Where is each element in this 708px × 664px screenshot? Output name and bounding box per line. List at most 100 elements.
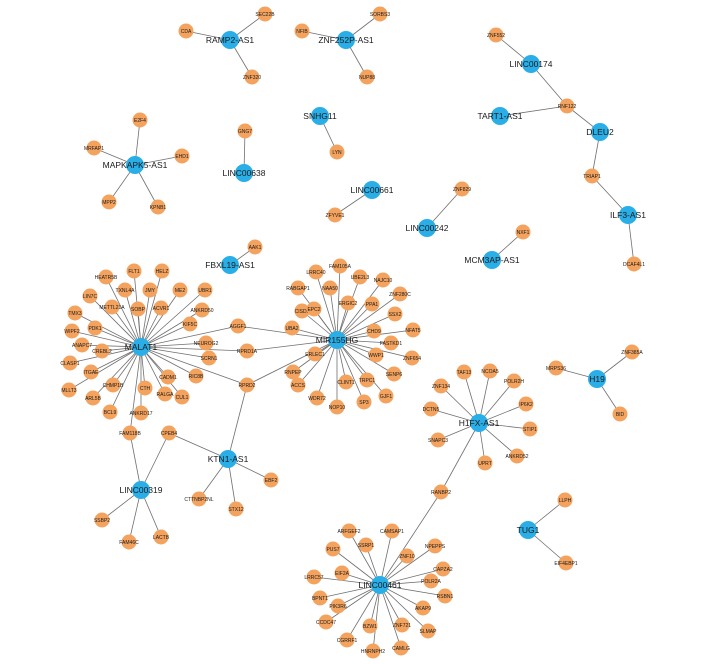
- gene-circle-arl5b: [85, 390, 101, 406]
- gene-label-znf829: ZNF829: [453, 187, 471, 193]
- edge-malat1-itgae: [90, 346, 142, 373]
- gene-circle-ssbp2: [94, 512, 110, 528]
- lncrna-label-tart1-as1: TART1-AS1: [477, 111, 522, 121]
- edge-linc00319-cpeb4: [140, 432, 170, 491]
- gene-label-ric8b: RIC8B: [189, 374, 204, 380]
- gene-label-gng7: GNG7: [238, 129, 252, 135]
- gene-node-pdk1: PDK1: [87, 320, 103, 336]
- gene-node-polr2a: POLR2A: [421, 573, 442, 589]
- lncrna-circle-ktn1-as1: [219, 450, 237, 468]
- gene-node-slmap: SLMAP: [420, 623, 437, 639]
- lncrna-node-linc00174: LINC00174: [509, 55, 553, 73]
- edge-linc00461-slmap: [379, 584, 429, 632]
- gene-node-eif2a: EIF2A: [334, 565, 350, 581]
- gene-circle-tmx3: [67, 305, 83, 321]
- gene-label-cisd2: CISD2: [295, 309, 310, 315]
- lncrna-node-tug1: TUG1: [517, 521, 540, 539]
- gene-label-eif4ebp1: EIF4EBP1: [554, 561, 578, 567]
- gene-label-chd9: CHD9: [367, 329, 381, 335]
- gene-label-ip6k2: IP6K2: [519, 402, 533, 408]
- gene-label-cgrrf1: CGRRF1: [337, 638, 358, 644]
- gene-circle-znf320: [244, 69, 260, 85]
- gene-node-lactb: LACTB: [153, 529, 170, 545]
- gene-label-taf13: TAF13: [457, 370, 472, 376]
- gene-node-heatr5b: HEATR5B: [95, 269, 118, 285]
- edge-linc00461-arfgef2: [348, 530, 381, 586]
- gene-circle-snapc3: [430, 432, 446, 448]
- gene-circle-rprd1a: [239, 343, 255, 359]
- gene-label-rsbn1: RSBN1: [437, 594, 454, 600]
- gene-label-aak1: AAK1: [249, 245, 262, 251]
- lncrna-node-ramp2-as1: RAMP2-AS1: [206, 31, 254, 49]
- lncrna-circle-tug1: [519, 521, 537, 539]
- gene-node-najc10: NAJC10: [374, 272, 393, 288]
- gene-circle-pus7: [325, 541, 341, 557]
- gene-circle-jmy: [142, 282, 158, 298]
- gene-label-helz: HELZ: [156, 269, 169, 275]
- gene-circle-chd9: [366, 323, 382, 339]
- gene-node-neurog2: NEUROG2: [194, 335, 219, 351]
- gene-label-stip1: STIP1: [523, 427, 537, 433]
- gene-label-scrn1: SCRN1: [201, 356, 218, 362]
- edge-linc00461-capza2: [379, 568, 444, 586]
- gene-circle-camlg: [393, 640, 409, 656]
- gene-node-uba2: UBA2: [284, 320, 300, 336]
- lncrna-circle-snhg11: [311, 107, 329, 125]
- gene-circle-nfib: [294, 23, 310, 39]
- edge-malat1-mllt3: [68, 346, 142, 391]
- gene-label-znf280c: ZNF280C: [389, 292, 411, 298]
- gene-label-txnl4a: TXNL4A: [116, 288, 136, 294]
- gene-node-rnf122: RNF122: [558, 98, 577, 114]
- gene-node-ncoa5: NCOA5: [481, 363, 499, 379]
- gene-node-lrrc40: LRRC40: [306, 264, 326, 280]
- edge-mir155hg-wdr72: [316, 339, 338, 399]
- gene-circle-rprd2: [239, 377, 255, 393]
- gene-node-gng7: GNG7: [237, 123, 253, 139]
- gene-circle-nfat5: [405, 322, 421, 338]
- gene-node-znf320: ZNF320: [243, 69, 261, 85]
- edge-mir155hg-rprd2: [246, 339, 338, 386]
- gene-circle-taf13: [456, 364, 472, 380]
- gene-circle-polr2h: [506, 373, 522, 389]
- gene-label-nfat5: NFAT5: [405, 328, 420, 334]
- lncrna-node-malat1: MALAT1: [125, 338, 157, 356]
- gene-circle-npepps: [427, 538, 443, 554]
- gene-node-cda: CDA: [178, 23, 194, 39]
- gene-label-fastkd1: FASTKD1: [380, 341, 402, 347]
- gene-circle-bzw1: [362, 618, 378, 634]
- gene-label-ppa1: PPA1: [366, 302, 379, 308]
- gene-node-aggf1: AGGF1: [230, 318, 247, 334]
- gene-circle-sobp: [130, 301, 146, 317]
- gene-label-heatr5b: HEATR5B: [95, 275, 118, 281]
- gene-node-bcl9: BCL9: [102, 404, 118, 420]
- gene-label-lyn: LYN: [332, 150, 342, 156]
- gene-node-dcaf4l1: DCAF4L1: [623, 256, 645, 272]
- gene-circle-fam118b: [122, 425, 138, 441]
- gene-node-arfgef2: ARFGEF2: [337, 523, 361, 539]
- gene-node-ebf2: EBF2: [263, 472, 279, 488]
- gene-circle-dcaf4l1: [626, 256, 642, 272]
- gene-node-trpc1: TRPC1: [359, 372, 375, 388]
- gene-node-scrn1: SCRN1: [201, 350, 218, 366]
- edge-malat1-tmx3: [74, 312, 142, 348]
- gene-circle-scrn1: [201, 350, 217, 366]
- gene-label-rnf122: RNF122: [558, 104, 577, 110]
- edge-linc00461-cgrrf1: [346, 584, 381, 641]
- edge-tart1-as1-rnf122: [499, 105, 568, 117]
- edge-malat1-rprd1a: [140, 346, 248, 352]
- gene-node-znf385a: ZNF385A: [621, 344, 643, 360]
- edge-mir155hg-fam105a: [336, 265, 341, 341]
- lncrna-node-linc00461: LINC00461: [358, 576, 402, 594]
- gene-circle-zfyve1: [327, 207, 343, 223]
- gene-circle-polr2a: [423, 573, 439, 589]
- gene-label-polr2a: POLR2A: [421, 579, 441, 585]
- gene-node-wdr72: WDR72: [308, 390, 326, 406]
- gene-label-mpp2: MPP2: [102, 200, 116, 206]
- gene-circle-clint1: [338, 374, 354, 390]
- gene-label-ankrd17: ANKRD17: [129, 411, 152, 417]
- lncrna-node-linc00661: LINC00661: [350, 181, 394, 199]
- lncrna-label-linc00461: LINC00461: [358, 580, 401, 590]
- gene-circle-gng7: [237, 123, 253, 139]
- edge-mir155hg-senp6: [336, 339, 395, 375]
